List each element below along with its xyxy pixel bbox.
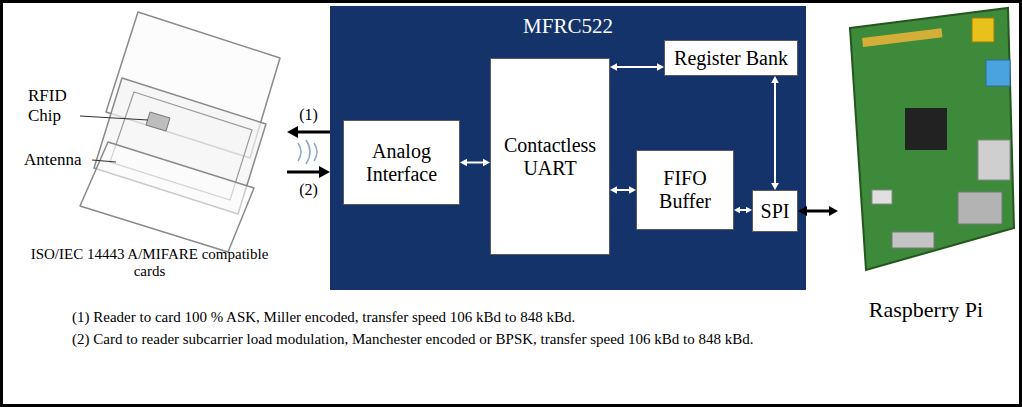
leader-lines	[80, 116, 148, 162]
connector-arrow	[610, 186, 636, 194]
fifo-buffer-box: FIFO Buffer	[636, 150, 734, 230]
rfid-cards	[80, 12, 280, 252]
part-label: RFID Chip	[28, 86, 82, 127]
register-bank-box: Register Bank	[664, 40, 798, 76]
uart-box: Contactless UART	[490, 58, 610, 255]
node-caption: Raspberry Pi	[869, 297, 983, 322]
connector-arrow	[460, 159, 490, 167]
chip-title: MFRC522	[523, 14, 613, 38]
connector-arrow	[610, 63, 664, 71]
connector-arrow	[287, 126, 330, 138]
box-label: Analog Interface	[350, 140, 453, 186]
connector-arrow	[798, 206, 838, 216]
node-caption: ISO/IEC 14443 A/MIFARE compatible cards	[16, 246, 283, 281]
spi-box: SPI	[752, 190, 798, 232]
raspberry-pi-board	[850, 8, 1014, 270]
box-label: SPI	[761, 200, 790, 223]
callout-number: (2)	[297, 180, 320, 199]
note-text: (2) Card to reader subcarrier load modul…	[72, 330, 792, 348]
chip-background	[330, 6, 806, 290]
box-label: Register Bank	[674, 47, 788, 70]
connector-arrow	[287, 166, 330, 178]
card-group: ISO/IEC 14443 A/MIFARE compatible cards	[12, 8, 287, 290]
chip-block: MFRC522Analog Interface Contactless UART R…	[330, 6, 806, 290]
part-label: Antenna	[24, 150, 98, 170]
callout-number: (1)	[297, 105, 320, 124]
connector-arrow	[771, 76, 779, 190]
note-text: (1) Reader to card 100 % ASK, Miller enc…	[72, 308, 792, 326]
box-label: FIFO Buffer	[643, 167, 727, 213]
raspberry-pi-node: Raspberry Pi	[838, 6, 1014, 324]
connector-arrow	[734, 207, 752, 214]
analog-interface-box: Analog Interface	[343, 120, 460, 205]
box-label: Contactless UART	[497, 134, 603, 180]
radio-waves	[298, 140, 317, 164]
